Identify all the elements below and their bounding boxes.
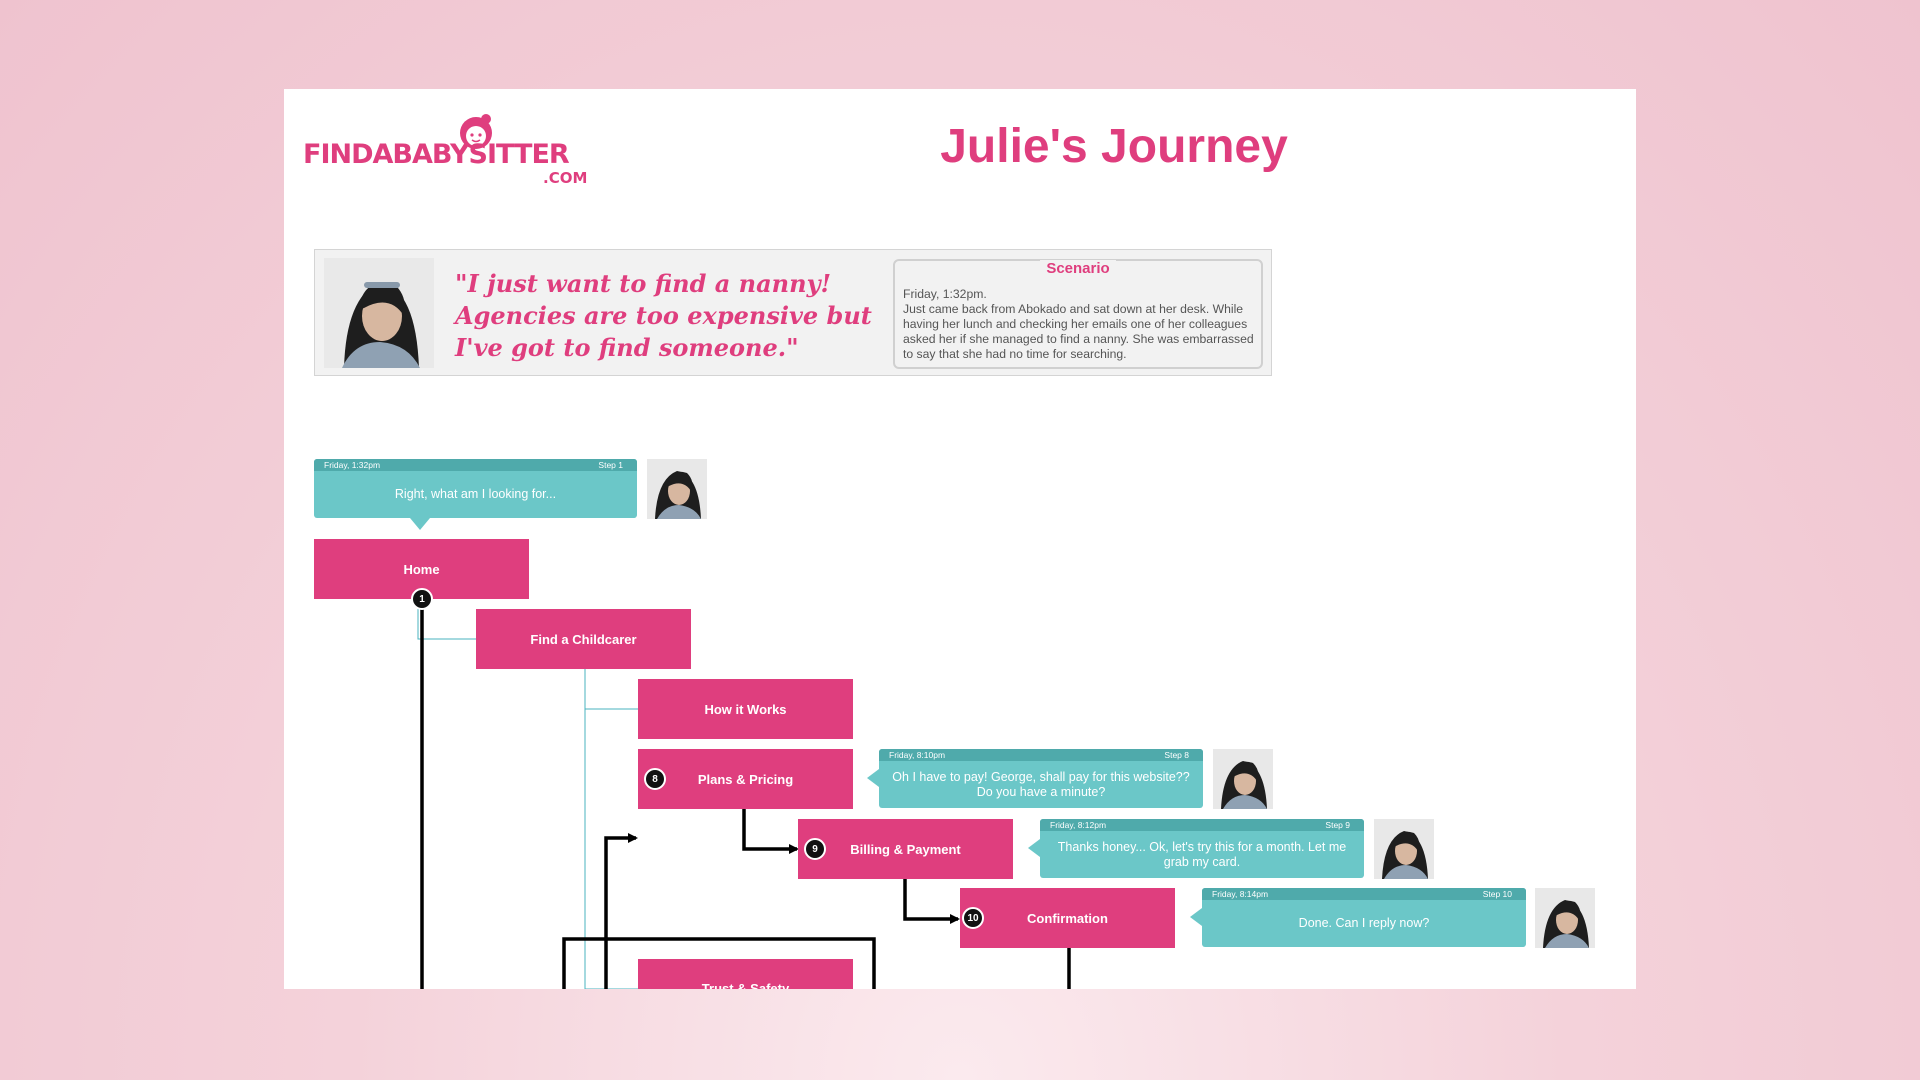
persona-avatar-icon [1374, 819, 1434, 879]
thought-bubble-step-1: Friday, 1:32pm Step 1 Right, what am I l… [314, 459, 637, 530]
bubble-step: Step 10 [1482, 889, 1512, 899]
bubble-time: Friday, 8:14pm [1212, 889, 1269, 899]
bubble-step: Step 8 [1164, 750, 1189, 760]
step-badge-9: 9 [804, 838, 826, 860]
bubble-text: Done. Can I reply now? [1298, 916, 1430, 930]
page-node-label: Home [403, 561, 440, 577]
page-node-confirmation[interactable]: Confirmation [960, 888, 1175, 948]
persona-quote: "I just want to find a nanny! Agencies a… [455, 269, 872, 362]
bubble-time: Friday, 8:12pm [1050, 820, 1107, 830]
thought-bubble-step-8: Friday, 8:10pm Step 8 Oh I have to pay! … [867, 749, 1203, 808]
scenario-text: Friday, 1:32pm. Just came back from Abok… [903, 287, 1259, 362]
page-node-label: Find a Childcarer [530, 631, 637, 647]
bubble-time: Friday, 1:32pm [324, 460, 381, 470]
journey-path [420, 599, 1071, 989]
bubble-step: Step 1 [598, 460, 623, 470]
babysitter-face-icon [460, 114, 492, 149]
persona-avatar-icon [1213, 749, 1273, 809]
bubble-tail [867, 769, 879, 787]
hierarchy-lines [417, 599, 638, 989]
persona-avatar-icon [1535, 888, 1595, 948]
scenario-description: Just came back from Abokado and sat down… [903, 302, 1254, 361]
page-node-label: Confirmation [1027, 910, 1108, 926]
page-node-label: How it Works [704, 701, 787, 717]
page-node-plans-pricing[interactable]: Plans & Pricing [638, 749, 853, 809]
page-node-how-it-works[interactable]: How it Works [638, 679, 853, 739]
bubble-time: Friday, 8:10pm [889, 750, 946, 760]
journey-canvas: FINDABABYSITTER .COM Julie's Journey "I … [284, 89, 1636, 989]
step-badge-8: 8 [644, 768, 666, 790]
persona-photo-icon [324, 258, 434, 368]
bubble-text: Thanks honey... Ok, let's try this for a… [1057, 839, 1347, 869]
scenario-time: Friday, 1:32pm. [903, 287, 987, 301]
bubble-tail [1028, 839, 1040, 857]
bubble-step: Step 9 [1325, 820, 1350, 830]
scenario-title: Scenario [1040, 260, 1116, 277]
bubble-text: Oh I have to pay! George, shall pay for … [892, 769, 1190, 799]
scenario-box: Scenario Friday, 1:32pm. Just came back … [893, 259, 1263, 369]
bubble-tail [410, 518, 430, 530]
page-node-label: Plans & Pricing [697, 771, 794, 787]
page-title: Julie's Journey [940, 120, 1288, 173]
persona-avatar-icon [647, 459, 707, 519]
step-badge-10: 10 [962, 907, 984, 929]
page-node-find-a-childcarer[interactable]: Find a Childcarer [476, 609, 691, 669]
bubble-text: Right, what am I looking for... [394, 487, 557, 501]
page-node-billing-payment[interactable]: Billing & Payment [798, 819, 1013, 879]
page-node-label: Billing & Payment [850, 841, 961, 857]
thought-bubble-step-10: Friday, 8:14pm Step 10 Done. Can I reply… [1190, 888, 1526, 947]
logo-suffix: .COM [543, 169, 588, 187]
page-node-trust-safety[interactable]: Trust & Safety [638, 959, 853, 989]
logo-wordmark: FINDABABYSITTER [303, 139, 570, 170]
step-badge-1: 1 [411, 588, 433, 610]
brand-logo[interactable]: FINDABABYSITTER .COM [303, 111, 587, 187]
bubble-tail [1190, 908, 1202, 926]
persona-panel: "I just want to find a nanny! Agencies a… [314, 249, 1272, 376]
page-node-label: Trust & Safety [701, 981, 790, 989]
flow-connectors [417, 599, 1071, 989]
thought-bubble-step-9: Friday, 8:12pm Step 9 Thanks honey... Ok… [1028, 819, 1364, 878]
